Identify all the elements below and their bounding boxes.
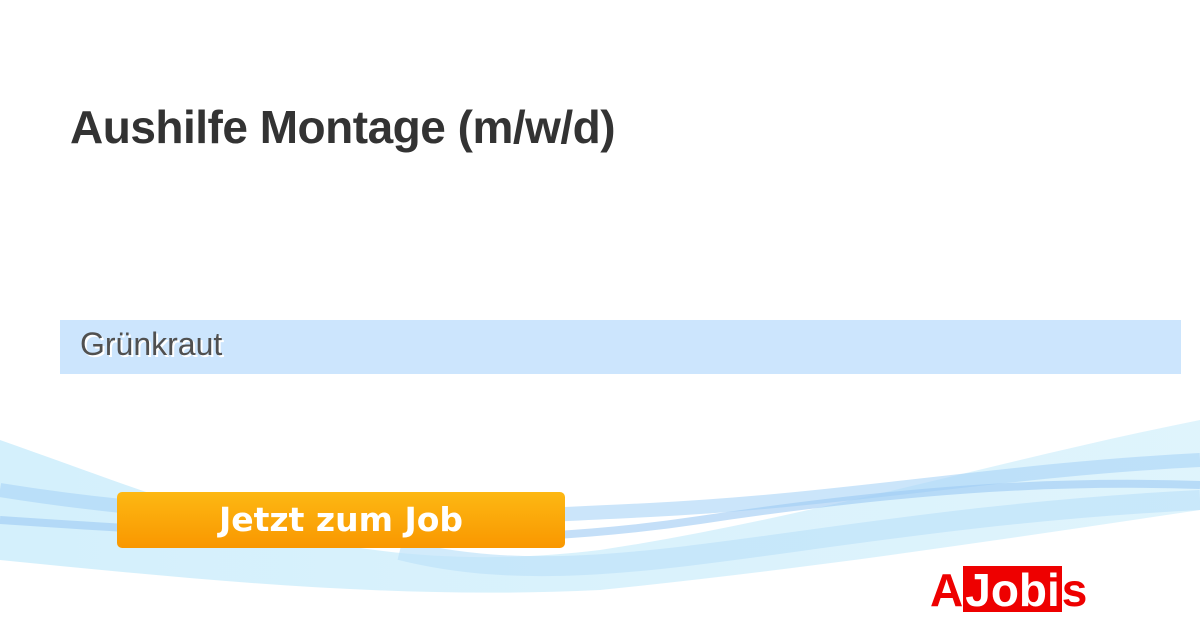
ajobis-logo[interactable]: AJobis [930,566,1087,614]
job-title: Aushilfe Montage (m/w/d) [70,101,616,153]
logo-letter-a: A [930,564,964,616]
company-name: Grünkraut [80,326,223,362]
company-bar: Grünkraut [60,320,1181,374]
logo-box: Jobi [963,564,1062,616]
go-to-job-button[interactable]: Jetzt zum Job [117,492,565,548]
logo-letter-s: s [1061,564,1088,616]
